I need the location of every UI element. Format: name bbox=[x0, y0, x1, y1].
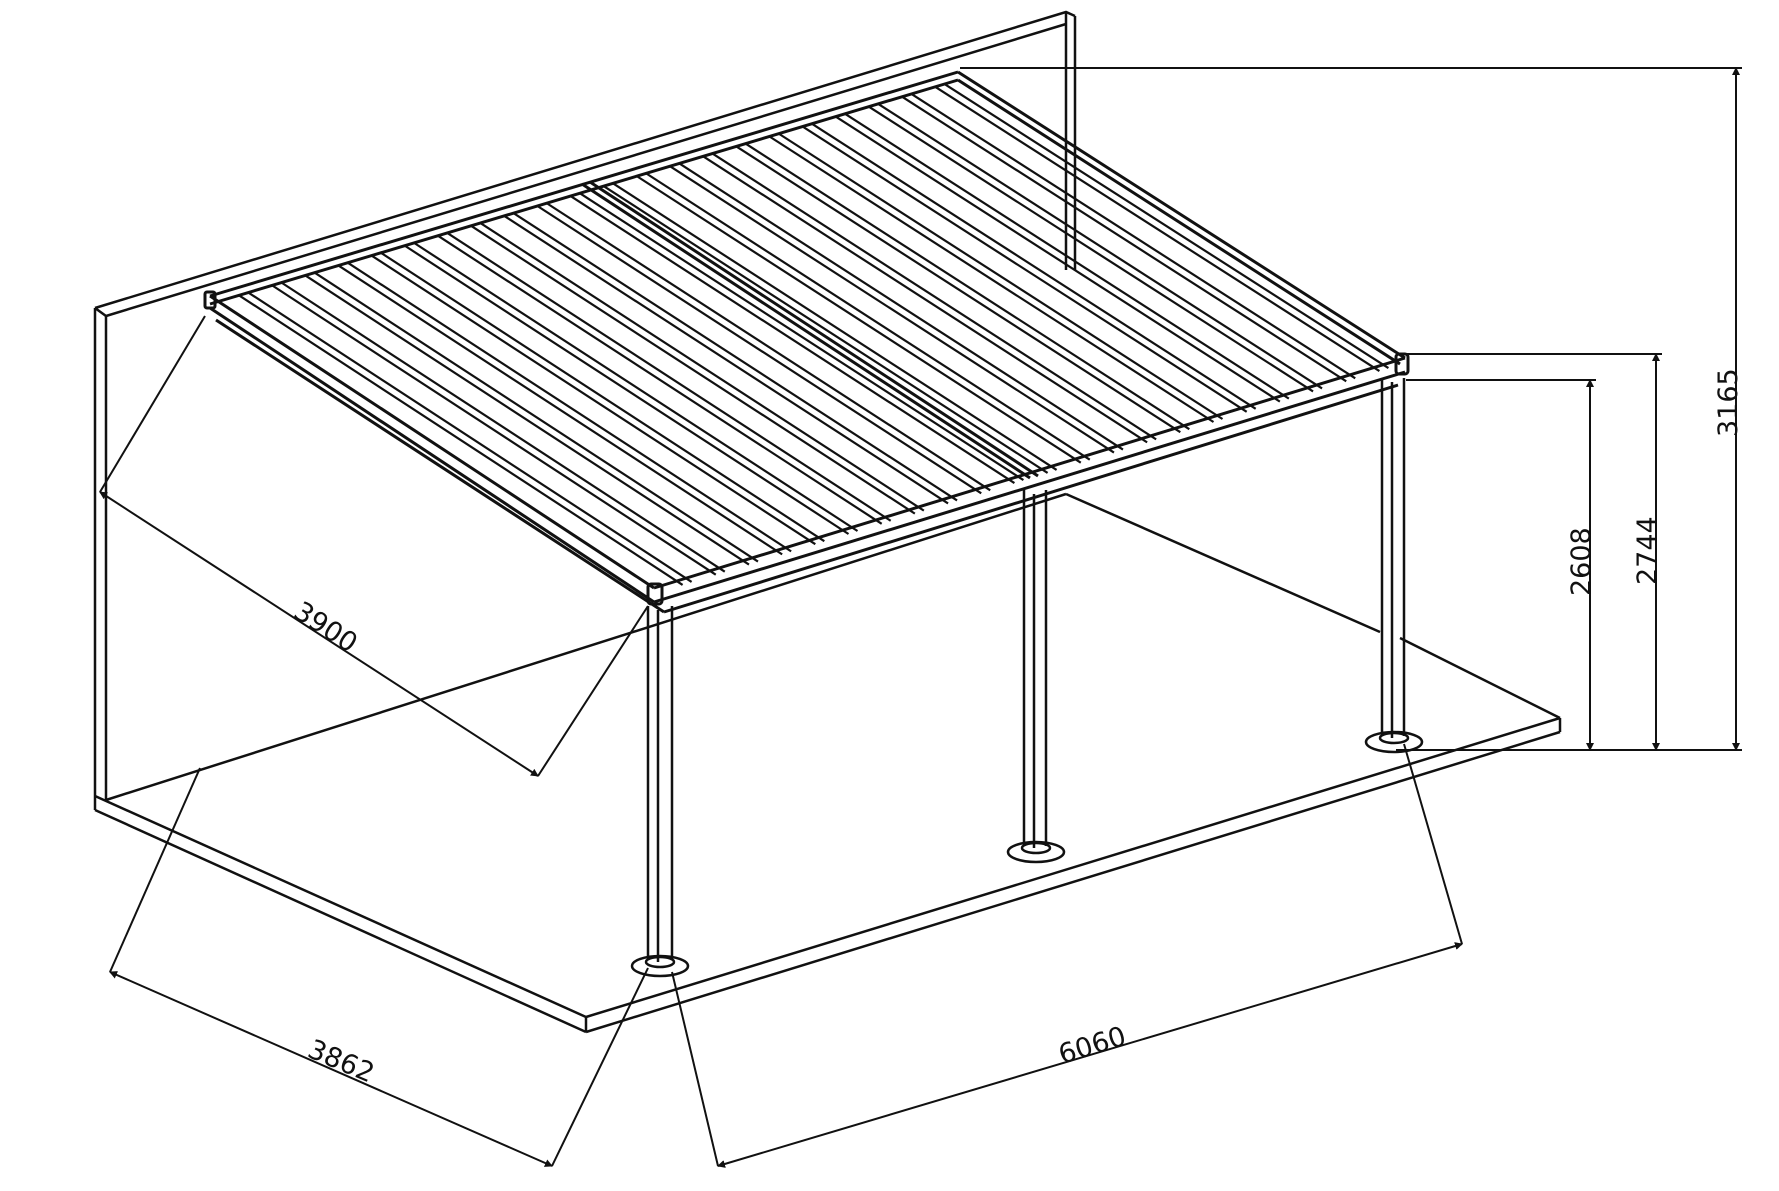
dimension-label-width: 6060 bbox=[1055, 1021, 1130, 1071]
roof-louvre bbox=[669, 165, 1115, 454]
back-wall bbox=[93, 10, 1077, 800]
roof-louvre bbox=[645, 172, 1091, 461]
roof-louvre bbox=[777, 132, 1224, 420]
roof-louvre bbox=[370, 254, 816, 546]
dimension-label-depth-top: 3900 bbox=[288, 596, 363, 659]
roof-louvre bbox=[844, 112, 1290, 400]
roof-louvre bbox=[744, 142, 1190, 431]
dimension-depth-top bbox=[99, 315, 649, 777]
roof-louvre bbox=[503, 214, 949, 505]
dimension-label-height-low: 2608 bbox=[1566, 527, 1597, 596]
roof-louvre bbox=[337, 264, 783, 556]
dimension-depth-bottom bbox=[109, 767, 649, 1167]
dimension-label-depth-bottom: 3862 bbox=[303, 1034, 378, 1089]
roof-louvre bbox=[868, 105, 1314, 393]
roof-louvre bbox=[437, 234, 883, 525]
roof-louvre bbox=[578, 192, 1025, 482]
roof-louvre bbox=[943, 83, 1390, 370]
roof-louvre bbox=[280, 281, 726, 573]
roof-louvre bbox=[379, 251, 825, 543]
roof-louvre bbox=[536, 204, 982, 495]
dimension-heights bbox=[960, 67, 1742, 751]
roof-louvre bbox=[711, 152, 1157, 441]
roof-louvres bbox=[237, 83, 1390, 586]
roof-louvre bbox=[412, 241, 859, 532]
roof-louvre bbox=[512, 211, 958, 502]
roof-louvre bbox=[313, 271, 759, 563]
roof-louvre bbox=[678, 162, 1124, 451]
roof-louvre bbox=[346, 261, 792, 553]
post-front-right bbox=[1364, 378, 1424, 754]
roof-louvre bbox=[934, 86, 1381, 373]
roof-louvre bbox=[246, 291, 693, 583]
roof-louvre bbox=[545, 201, 991, 492]
dimension-label-height-mid: 2744 bbox=[1632, 516, 1663, 585]
roof-louvre bbox=[768, 135, 1215, 423]
roof-louvre bbox=[446, 231, 892, 522]
dimension-label-height-high: 3165 bbox=[1713, 368, 1744, 437]
roof-louvre bbox=[479, 221, 925, 512]
roof-louvre bbox=[271, 284, 717, 576]
roof-louvre bbox=[811, 122, 1257, 410]
floor-slab bbox=[93, 492, 1562, 1034]
roof-louvre bbox=[901, 95, 1347, 383]
roof-louvre bbox=[611, 182, 1058, 471]
roof-louvre bbox=[910, 92, 1356, 380]
roof-louvre bbox=[304, 274, 750, 566]
roof-louvre bbox=[403, 244, 850, 535]
roof-louvre bbox=[470, 224, 916, 515]
roof-louvre bbox=[877, 102, 1323, 390]
post-front-middle bbox=[1006, 490, 1066, 864]
roof-louvre bbox=[237, 294, 684, 586]
dimension-width bbox=[671, 743, 1463, 1168]
roof-louvre bbox=[835, 115, 1281, 403]
roof-louvre bbox=[802, 125, 1248, 413]
roof-louvre bbox=[602, 185, 1049, 474]
post-front-left bbox=[630, 606, 690, 978]
pergola-posts bbox=[630, 378, 1424, 978]
roof-louvre bbox=[636, 175, 1082, 464]
roof-louvre bbox=[702, 155, 1148, 444]
roof-louvre bbox=[569, 195, 1016, 485]
roof-frame bbox=[203, 70, 1410, 614]
roof-louvre bbox=[735, 145, 1181, 434]
